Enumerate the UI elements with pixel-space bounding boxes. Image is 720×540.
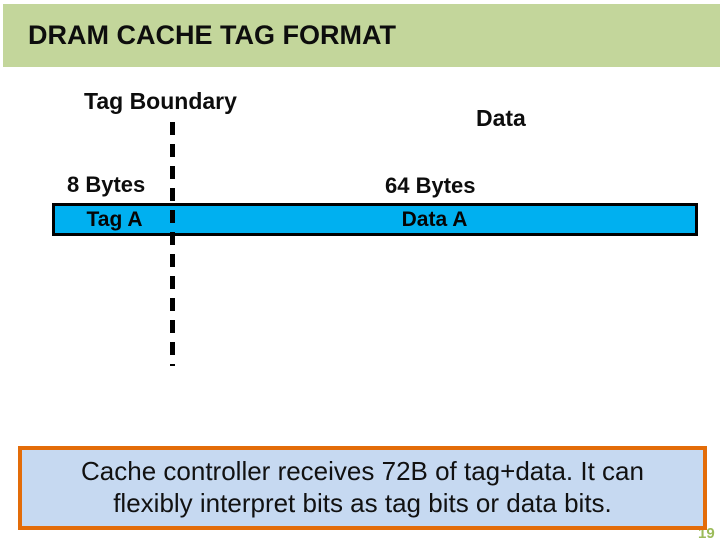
data-cell: Data A bbox=[401, 207, 468, 231]
callout-line-2: flexibly interpret bits as tag bits or d… bbox=[113, 488, 612, 518]
tag-size-label: 8 Bytes bbox=[67, 172, 146, 197]
tag-cell: Tag A bbox=[86, 207, 143, 231]
slide-title: DRAM CACHE TAG FORMAT bbox=[28, 20, 396, 50]
callout-box: Cache controller receives 72B of tag+dat… bbox=[18, 446, 707, 530]
callout-line-1: Cache controller receives 72B of tag+dat… bbox=[81, 456, 644, 486]
cache-line-box: Tag A Data A bbox=[52, 203, 698, 236]
tag-boundary-dashed-line bbox=[170, 122, 175, 366]
tag-boundary-label: Tag Boundary bbox=[84, 88, 237, 114]
data-size-label: 64 Bytes bbox=[385, 173, 476, 198]
data-label: Data bbox=[476, 105, 526, 131]
slide-header: DRAM CACHE TAG FORMAT bbox=[3, 4, 720, 67]
